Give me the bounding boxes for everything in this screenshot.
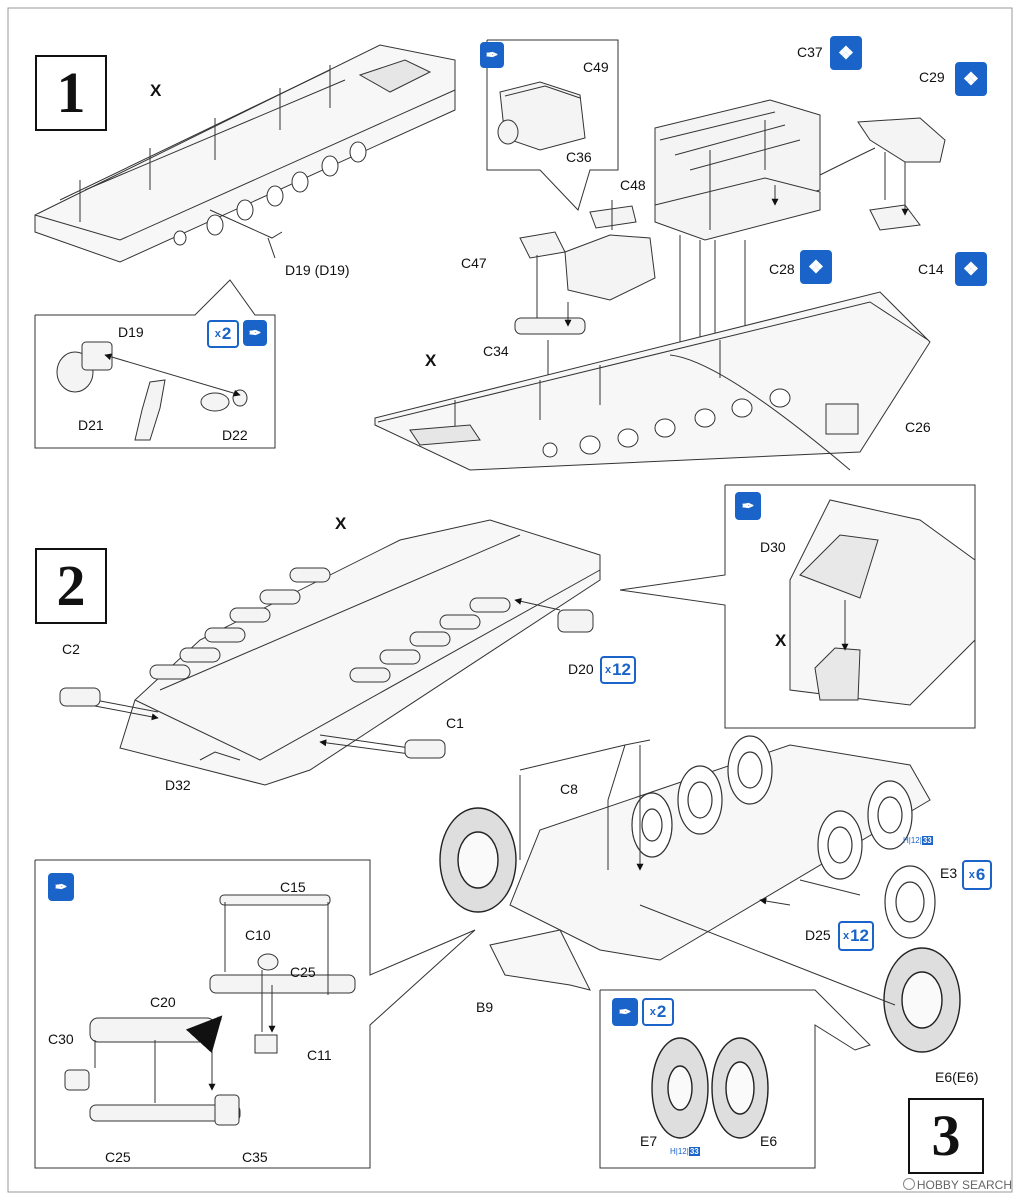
label-c49: C49 (583, 59, 609, 75)
engine-deck (654, 99, 821, 241)
tire-halves (651, 1037, 769, 1139)
torsion-arms (149, 567, 511, 683)
label-e3: E3 (940, 865, 958, 881)
paint-brush-icon: ✒ (48, 873, 74, 901)
label-c34: C34 (483, 343, 509, 359)
label-d25: D25 (805, 927, 831, 943)
hull-tub-step1b (374, 291, 931, 471)
label-e6-e6: E6(E6) (935, 1069, 979, 1085)
label-d21: D21 (78, 417, 104, 433)
label-c37: C37 (797, 44, 823, 60)
label-c48: C48 (620, 177, 646, 193)
paint-code-mark: H|12|33 (903, 836, 933, 845)
label-c29: C29 (919, 69, 945, 85)
suspension-parts (64, 894, 356, 1126)
assembly-option-icon: ❖ (955, 62, 987, 96)
chassis-step3 (489, 744, 931, 991)
hull-tub-step1 (34, 44, 456, 263)
label-d32: D32 (165, 777, 191, 793)
credit-text: HOBBY SEARCH (902, 1178, 1012, 1192)
label-c36: C36 (566, 149, 592, 165)
road-wheels (631, 735, 936, 939)
label-c25-a: C25 (290, 964, 316, 980)
label-c14: C14 (918, 261, 944, 277)
label-c10: C10 (245, 927, 271, 943)
assembly-option-icon: ❖ (830, 36, 862, 70)
label-d20: D20 (568, 661, 594, 677)
label-x-hull-b: X (425, 351, 437, 370)
step-number-2: 2 (35, 548, 107, 624)
label-c8: C8 (560, 781, 578, 797)
label-c30: C30 (48, 1031, 74, 1047)
label-c15: C15 (280, 879, 306, 895)
paint-brush-icon: ✒ (480, 42, 504, 68)
label-c1: C1 (446, 715, 464, 731)
road-wheel-holes (173, 141, 367, 246)
front-tires (439, 807, 961, 1053)
label-e6: E6 (760, 1133, 778, 1149)
paint-code-mark: H|12|33 (670, 1147, 700, 1156)
label-d19-d19: D19 (D19) (285, 262, 350, 278)
label-x-detail: X (775, 631, 787, 650)
road-wheel-holes-b (542, 388, 791, 458)
exhaust-muffler (857, 117, 946, 231)
label-c35: C35 (242, 1149, 268, 1165)
label-c20: C20 (150, 994, 176, 1010)
label-c26: C26 (905, 419, 931, 435)
label-e7: E7 (640, 1133, 658, 1149)
label-b9: B9 (476, 999, 494, 1015)
paint-brush-icon: ✒ (735, 492, 761, 520)
label-d19: D19 (118, 324, 144, 340)
step-number-3: 3 (908, 1098, 984, 1174)
step-number-1: 1 (35, 55, 107, 131)
engine-small (497, 81, 586, 151)
label-x-hull: X (150, 81, 162, 100)
rear-plate-detail (789, 499, 976, 706)
label-c11: C11 (307, 1047, 332, 1063)
label-c2: C2 (62, 641, 80, 657)
label-c47: C47 (461, 255, 487, 271)
engine-block (514, 205, 656, 335)
label-c25-b: C25 (105, 1149, 131, 1165)
label-d30: D30 (760, 539, 786, 555)
watermark-logo-icon (902, 1178, 915, 1190)
assembly-option-icon: ❖ (800, 250, 832, 284)
label-c28: C28 (769, 261, 795, 277)
label-d22: D22 (222, 427, 248, 443)
label-x-hull-bottom: X (335, 514, 347, 533)
assembly-option-icon: ❖ (955, 252, 987, 286)
paint-brush-icon: ✒ (243, 320, 267, 346)
paint-brush-icon: ✒ (612, 998, 638, 1026)
